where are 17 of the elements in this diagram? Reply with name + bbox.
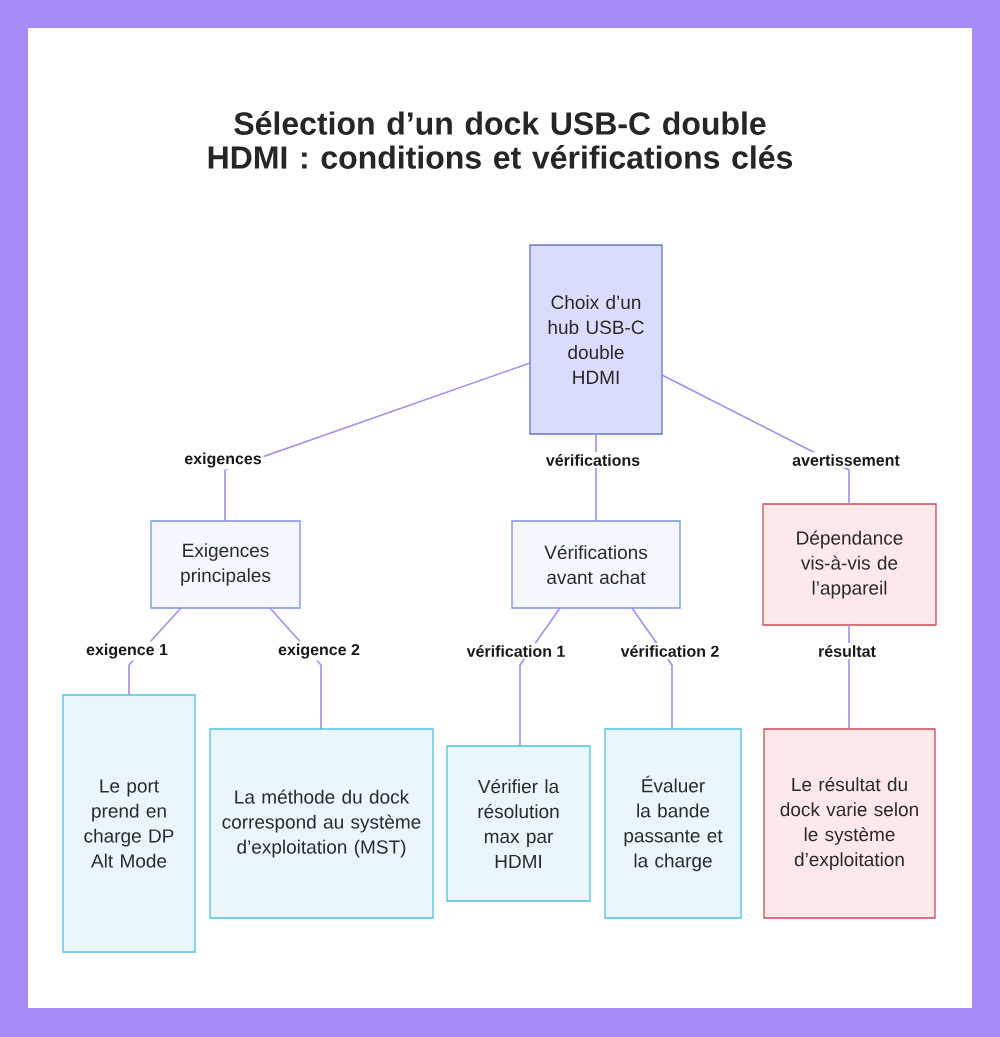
title: Sélection d’un dock USB-C double HDMI : conditions et vérifications clés [208, 111, 793, 169]
edge-label: vérification 1 [464, 643, 568, 659]
edge-label: avertissement [790, 452, 902, 468]
edge-label: résultat [816, 643, 878, 659]
edge-label: vérification 2 [618, 643, 722, 659]
edge-label: vérifications [543, 452, 643, 468]
detail-box: Vérifier la résolution max par HDMI [446, 745, 591, 902]
category-box: Vérifications avant achat [511, 520, 681, 609]
detail-box: Le port prend en charge DP Alt Mode [62, 694, 196, 953]
warning-box: Dépendance vis-à-vis de l’appareil [762, 503, 937, 626]
category-box: Exigences principales [150, 520, 301, 609]
warning-box: Le résultat du dock varie selon le système d’exploitation [763, 728, 936, 919]
root-box: Choix d’un hub USB-C double HDMI [529, 244, 663, 435]
connector [224, 362, 531, 522]
detail-box: La méthode du dock correspond au système d’exploitation (MST) [209, 728, 434, 919]
detail-box: Évaluer la bande passante et la charge [604, 728, 742, 919]
connector [519, 607, 561, 747]
